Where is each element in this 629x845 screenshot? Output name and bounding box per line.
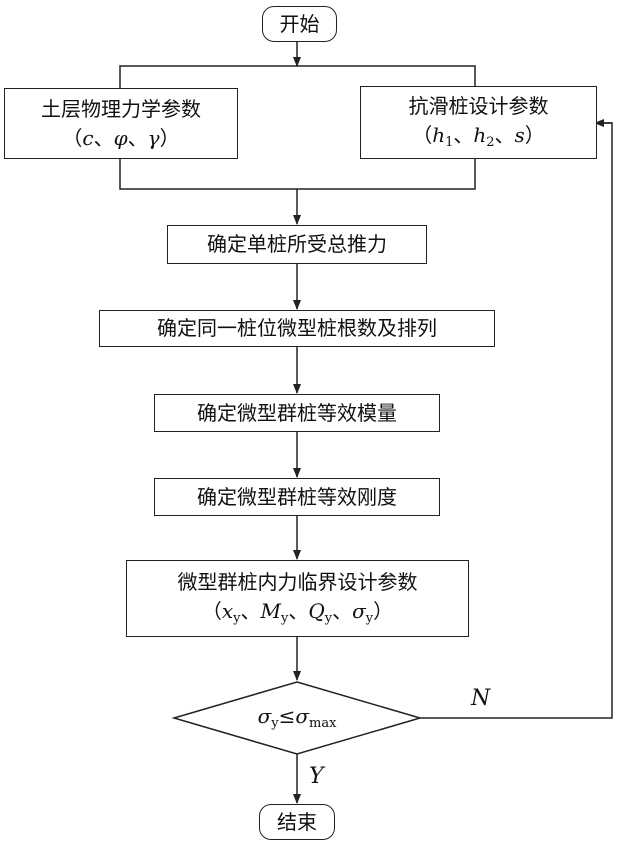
- arrangement-step: 确定同一桩位微型桩根数及排列: [99, 310, 495, 347]
- decision-condition: σy≤σmax: [214, 704, 380, 731]
- pile-parameters-box: 抗滑桩设计参数 （h1、h2、s）: [360, 86, 597, 159]
- critical-parameters-step: 微型群桩内力临界设计参数 （xy、My、Qy、σy）: [126, 560, 469, 637]
- thrust-step: 确定单桩所受总推力: [167, 225, 427, 264]
- pile-parameters-title: 抗滑桩设计参数: [409, 92, 549, 121]
- stiffness-step-label: 确定微型群桩等效刚度: [197, 483, 397, 512]
- start-node: 开始: [262, 6, 337, 42]
- end-node: 结束: [259, 804, 335, 840]
- pile-parameters-symbols: （h1、h2、s）: [412, 121, 545, 153]
- thrust-step-label: 确定单桩所受总推力: [207, 230, 387, 259]
- critical-parameters-title: 微型群桩内力临界设计参数: [178, 568, 418, 597]
- end-label: 结束: [277, 808, 317, 837]
- soil-parameters-box: 土层物理力学参数 （c、φ、γ）: [4, 88, 238, 159]
- modulus-step-label: 确定微型群桩等效模量: [197, 399, 397, 428]
- stiffness-step: 确定微型群桩等效刚度: [154, 478, 440, 516]
- edge-label-no: N: [471, 686, 490, 711]
- arrangement-step-label: 确定同一桩位微型桩根数及排列: [157, 314, 437, 343]
- edge-label-yes: Y: [309, 764, 324, 789]
- modulus-step: 确定微型群桩等效模量: [154, 394, 440, 432]
- start-label: 开始: [280, 10, 320, 39]
- edge-input-bracket-bottom: [120, 159, 475, 189]
- soil-parameters-title: 土层物理力学参数: [41, 95, 201, 124]
- critical-parameters-symbols: （xy、My、Qy、σy）: [202, 597, 393, 629]
- soil-parameters-symbols: （c、φ、γ）: [62, 124, 179, 153]
